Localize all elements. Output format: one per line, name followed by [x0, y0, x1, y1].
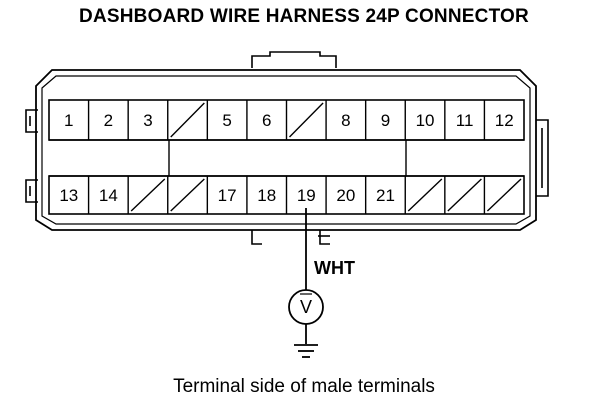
- terminal-9: 9: [381, 111, 390, 130]
- diagonal-slash-icon: [407, 178, 443, 212]
- diagonal-slash-icon: [289, 102, 324, 138]
- wire-color-label: WHT: [314, 258, 355, 278]
- diagonal-slash-icon: [486, 178, 522, 212]
- diagonal-slash-icon: [170, 102, 205, 138]
- terminal-10: 10: [416, 111, 435, 130]
- diagonal-slash-icon: [447, 178, 482, 212]
- terminal-3: 3: [143, 111, 152, 130]
- terminal-8: 8: [341, 111, 350, 130]
- terminal-6: 6: [262, 111, 271, 130]
- terminal-12: 12: [495, 111, 514, 130]
- left-clips: [25, 109, 38, 203]
- terminal-2: 2: [104, 111, 113, 130]
- ground-icon: [294, 344, 318, 358]
- center-rails: [49, 139, 524, 177]
- voltmeter-icon: V: [288, 289, 324, 325]
- terminal-21: 21: [376, 186, 395, 205]
- right-clip: [536, 119, 549, 197]
- terminal-20: 20: [336, 186, 355, 205]
- terminal-19: 19: [297, 186, 316, 205]
- diagram-title: DASHBOARD WIRE HARNESS 24P CONNECTOR: [79, 6, 529, 27]
- terminal-13: 13: [59, 186, 78, 205]
- terminal-14: 14: [99, 186, 118, 205]
- terminal-1: 1: [64, 111, 73, 130]
- diagonal-slash-icon: [130, 178, 166, 212]
- terminal-5: 5: [222, 111, 231, 130]
- bottom-tabs: [251, 230, 330, 245]
- connector-housing: [35, 69, 537, 231]
- top-latch: [251, 51, 337, 68]
- terminal-18: 18: [257, 186, 276, 205]
- terminal-17: 17: [218, 186, 237, 205]
- diagonal-slash-icon: [170, 178, 205, 212]
- terminal-11: 11: [456, 111, 474, 130]
- bottom-terminal-row: 13 14 17 18 19 20 21: [48, 175, 525, 215]
- voltmeter-symbol: V: [300, 297, 312, 317]
- diagram-caption: Terminal side of male terminals: [173, 376, 435, 397]
